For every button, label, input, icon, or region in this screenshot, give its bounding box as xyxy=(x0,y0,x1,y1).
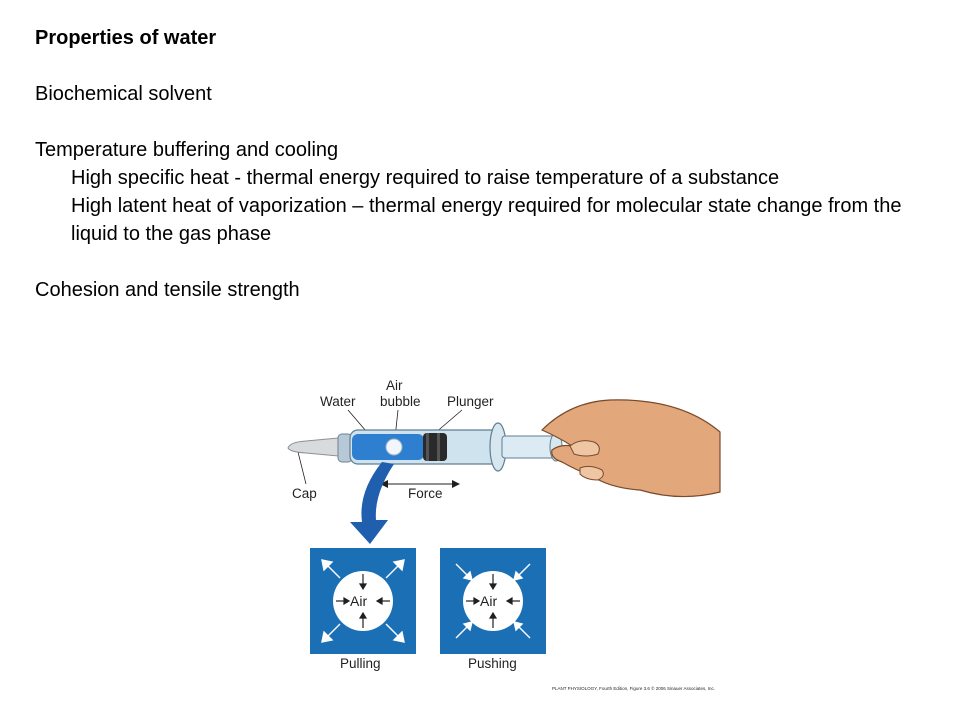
pulling-panel: Air xyxy=(310,548,416,654)
label-air-pulling: Air xyxy=(350,593,367,609)
curved-arrow xyxy=(350,462,394,544)
syringe-cap xyxy=(287,437,339,457)
item-specific-heat: High specific heat - thermal energy requ… xyxy=(71,167,780,189)
spacer xyxy=(35,52,915,80)
item-cohesion: Cohesion and tensile strength xyxy=(35,279,300,301)
figure-credit: PLANT PHYSIOLOGY, Fourth Edition, Figure… xyxy=(552,685,715,691)
label-cap: Cap xyxy=(292,486,317,501)
slide-text: Properties of water Biochemical solvent … xyxy=(35,24,915,304)
label-air-bubble-2: bubble xyxy=(380,394,421,409)
pushing-panel: Air xyxy=(440,548,546,654)
item-latent-heat: High latent heat of vaporization – therm… xyxy=(71,195,902,245)
hand xyxy=(540,399,721,498)
finger xyxy=(579,465,604,481)
item-temperature: Temperature buffering and cooling xyxy=(35,139,339,161)
label-pushing: Pushing xyxy=(468,656,517,671)
spacer xyxy=(35,108,915,136)
air-bubble xyxy=(385,438,403,456)
syringe xyxy=(287,422,563,472)
thumb xyxy=(569,440,600,457)
label-water: Water xyxy=(320,394,356,409)
label-air-bubble-1: Air xyxy=(386,378,403,393)
label-air-pushing: Air xyxy=(480,593,497,609)
item-solvent: Biochemical solvent xyxy=(35,83,212,105)
label-pulling: Pulling xyxy=(340,656,381,671)
syringe-figure: Water Air bubble Plunger Cap Force xyxy=(280,372,740,702)
label-plunger: Plunger xyxy=(447,394,494,409)
label-force: Force xyxy=(408,486,443,501)
force-arrow xyxy=(380,480,460,488)
syringe-diagram: Water Air bubble Plunger Cap Force xyxy=(287,378,721,691)
spacer xyxy=(35,248,915,276)
slide-title: Properties of water xyxy=(35,27,217,49)
